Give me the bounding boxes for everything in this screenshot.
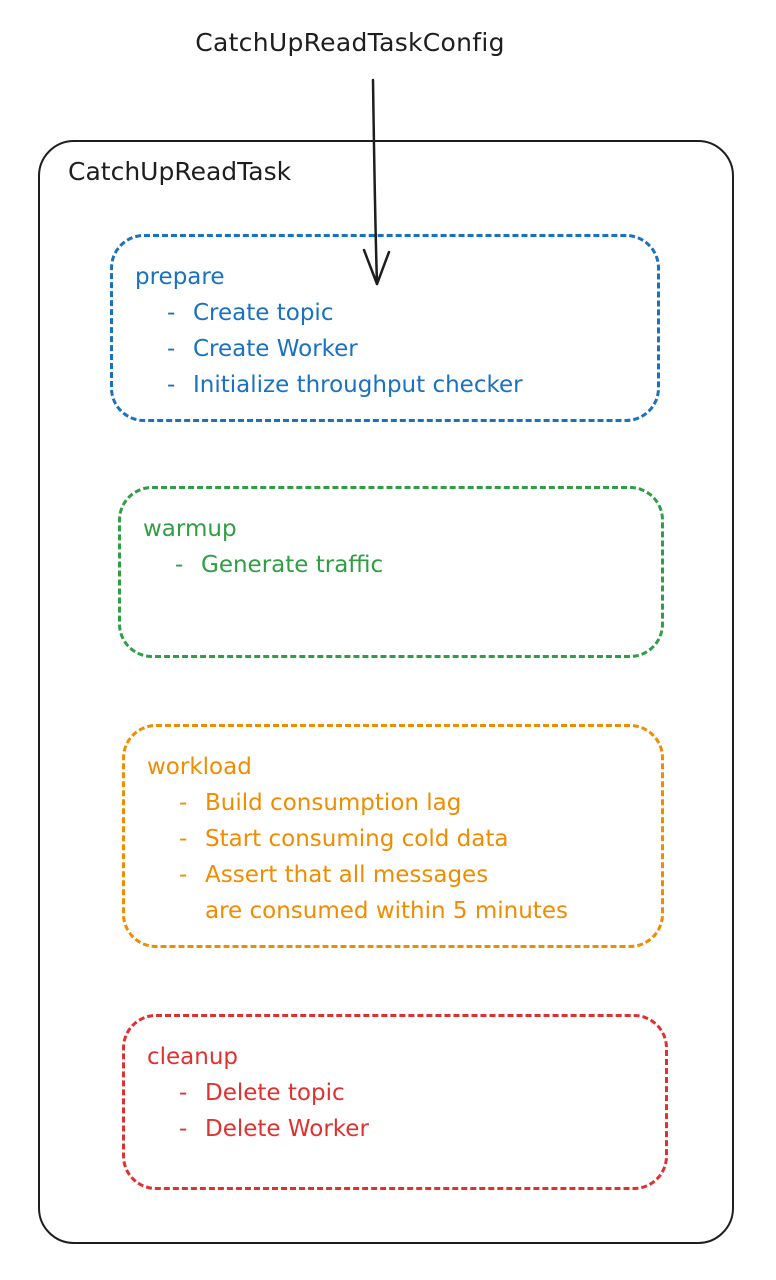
phase-item-list: Build consumption lag Start consuming co… bbox=[147, 785, 639, 929]
phase-workload: workload Build consumption lag Start con… bbox=[122, 724, 664, 948]
phase-title: workload bbox=[147, 754, 252, 780]
phase-title: cleanup bbox=[147, 1044, 239, 1070]
task-title: CatchUpReadTask bbox=[68, 157, 292, 186]
phase-item-list: Generate traffic bbox=[143, 547, 639, 583]
phase-item-list: Delete topic Delete Worker bbox=[147, 1075, 643, 1147]
phase-item: Create topic bbox=[167, 295, 635, 331]
phase-item: Build consumption lag bbox=[179, 785, 639, 821]
phase-item: Generate traffic bbox=[175, 547, 639, 583]
phase-item: Delete Worker bbox=[179, 1111, 643, 1147]
phase-item: Initialize throughput checker bbox=[167, 367, 635, 403]
phase-item: Assert that all messages are consumed wi… bbox=[179, 857, 639, 929]
phase-title: warmup bbox=[143, 516, 237, 542]
phase-cleanup: cleanup Delete topic Delete Worker bbox=[122, 1014, 668, 1190]
phase-item-list: Create topic Create Worker Initialize th… bbox=[135, 295, 635, 403]
task-container bbox=[38, 140, 734, 1244]
phase-item: Delete topic bbox=[179, 1075, 643, 1111]
phase-item: Start consuming cold data bbox=[179, 821, 639, 857]
config-label: CatchUpReadTaskConfig bbox=[195, 28, 505, 57]
phase-item: Create Worker bbox=[167, 331, 635, 367]
phase-prepare: prepare Create topic Create Worker Initi… bbox=[110, 234, 660, 422]
phase-warmup: warmup Generate traffic bbox=[118, 486, 664, 658]
phase-title: prepare bbox=[135, 264, 225, 290]
